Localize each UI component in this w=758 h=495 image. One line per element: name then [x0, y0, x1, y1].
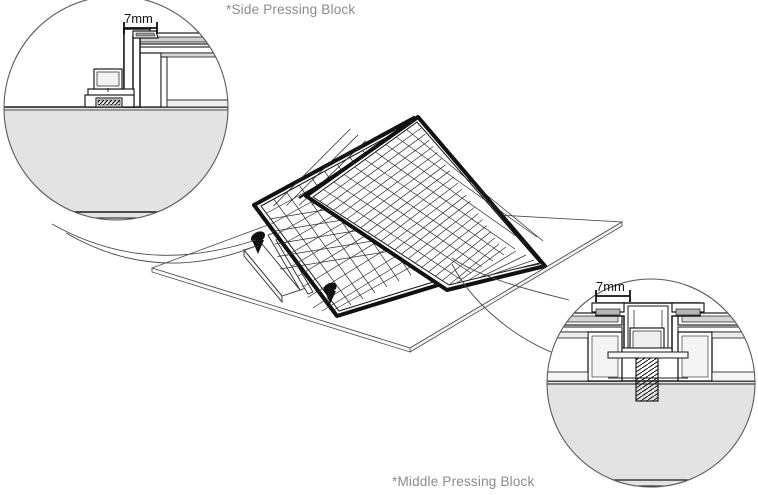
clamp-cap-right: [671, 302, 705, 316]
base-rail-middle: [607, 351, 689, 379]
detail-circle-middle: [546, 278, 756, 488]
detail-view-side-pressing-block: 7mm: [3, 0, 229, 221]
side-clamp-lower: [323, 282, 337, 304]
dimension-7mm-middle: 7mm: [595, 279, 631, 302]
t-bolt-head: [95, 97, 123, 108]
leader-line-middle: [451, 257, 570, 355]
side-clamp-cap: [132, 30, 159, 39]
side-pressing-block-body: [123, 28, 151, 108]
support-rail-front: [243, 243, 301, 304]
panel-laminate-fill: [4, 107, 228, 220]
leader-line-side: [51, 223, 257, 264]
side-clamp-upper: [250, 231, 266, 254]
detail-circle-side: [3, 0, 229, 221]
dimension-label-middle: 7mm: [596, 279, 625, 294]
detail-view-middle-pressing-block: 7mm: [546, 278, 756, 488]
solar-panel-right: [304, 115, 547, 292]
hex-nut: [93, 68, 123, 92]
dimension-7mm-side: 7mm: [123, 11, 158, 34]
support-rail-leg: [267, 232, 314, 295]
callout-label-side-pressing-block: *Side Pressing Block: [226, 2, 356, 17]
threaded-bolt: [635, 356, 659, 402]
dimension-label-side: 7mm: [124, 11, 153, 26]
clamp-cap-left: [591, 302, 625, 316]
isometric-scene: [51, 115, 624, 355]
callout-label-middle-pressing-block: *Middle Pressing Block: [392, 474, 535, 489]
